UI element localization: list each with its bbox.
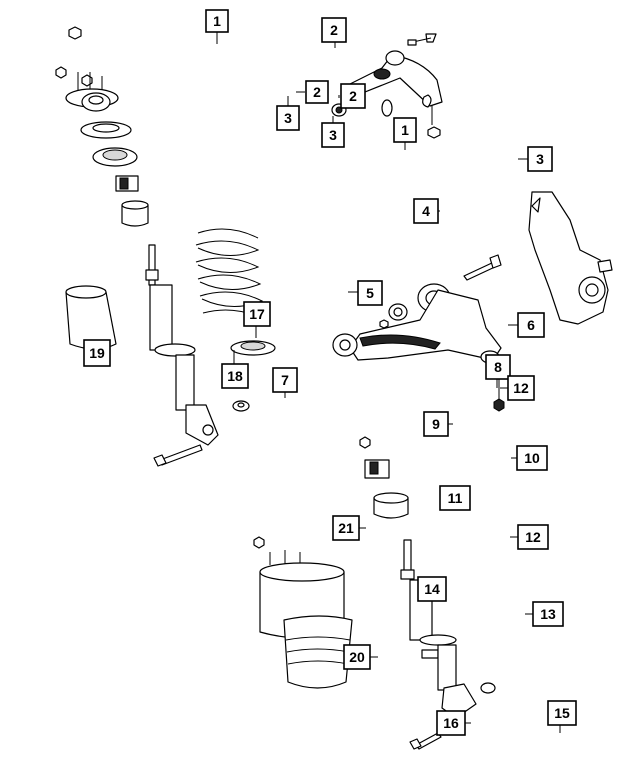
callout-c3a: 3 — [276, 105, 300, 131]
callout-box — [357, 280, 383, 306]
callout-box — [436, 710, 466, 736]
callout-number: 19 — [89, 345, 105, 361]
callout-c18: 18 — [221, 363, 249, 389]
callout-box — [343, 644, 371, 670]
callout-c1: 1 — [205, 9, 229, 33]
callout-c16: 16 — [436, 710, 466, 736]
callout-box — [413, 198, 439, 224]
callout-c2b: 2 — [305, 80, 329, 104]
callout-box — [332, 515, 360, 541]
lower-control-arm — [332, 254, 505, 412]
callout-c10: 10 — [516, 445, 548, 471]
callout-box — [532, 601, 564, 627]
callout-c20: 20 — [343, 644, 371, 670]
callout-number: 17 — [249, 306, 265, 322]
callout-number: 1 — [401, 122, 409, 138]
callout-number: 16 — [443, 715, 459, 731]
air-spring — [253, 536, 353, 689]
callout-c7: 7 — [272, 367, 298, 393]
callout-box — [393, 117, 417, 143]
callout-box — [517, 524, 549, 550]
callout-c4: 4 — [413, 198, 439, 224]
callout-c11: 11 — [439, 485, 471, 511]
callout-box — [527, 146, 553, 172]
callout-number: 4 — [422, 203, 430, 219]
front-strut — [145, 244, 219, 467]
callout-box — [417, 576, 447, 602]
callout-c3b: 3 — [321, 122, 345, 148]
callout-box — [83, 339, 111, 367]
callout-c14: 14 — [417, 576, 447, 602]
callout-c13: 13 — [532, 601, 564, 627]
callout-c2c: 2 — [340, 83, 366, 109]
callout-box — [485, 354, 511, 380]
callout-number: 15 — [554, 705, 570, 721]
callout-c17: 17 — [243, 301, 271, 327]
callout-number: 3 — [284, 110, 292, 126]
callout-number: 2 — [349, 88, 357, 104]
callout-number: 7 — [281, 372, 289, 388]
callout-number: 20 — [349, 649, 365, 665]
steering-knuckle — [528, 191, 613, 325]
callout-c9: 9 — [423, 411, 449, 437]
washer-7 — [232, 400, 250, 412]
callout-number: 2 — [330, 22, 338, 38]
callout-box — [272, 367, 298, 393]
spring-isolator — [230, 340, 276, 356]
callout-box — [547, 700, 577, 726]
callout-number: 12 — [525, 529, 541, 545]
callout-number: 18 — [227, 368, 243, 384]
callout-c21: 21 — [332, 515, 360, 541]
callout-c5: 5 — [357, 280, 383, 306]
callout-box — [516, 445, 548, 471]
callout-number: 3 — [329, 127, 337, 143]
callout-c1b: 1 — [393, 117, 417, 143]
callout-box — [305, 80, 329, 104]
callout-box — [243, 301, 271, 327]
callout-number: 8 — [494, 359, 502, 375]
callout-box — [321, 17, 347, 43]
callout-number: 11 — [448, 490, 463, 506]
callout-c12a: 12 — [507, 375, 535, 401]
callout-number: 14 — [424, 581, 440, 597]
callout-number: 10 — [524, 450, 540, 466]
callout-number: 6 — [527, 317, 535, 333]
callout-box — [439, 485, 471, 511]
front-strut-mount-stack — [55, 26, 149, 227]
coil-spring — [195, 228, 264, 319]
callout-number: 1 — [213, 13, 221, 29]
callout-c15: 15 — [547, 700, 577, 726]
callout-number: 9 — [432, 416, 440, 432]
callout-box — [321, 122, 345, 148]
callout-c19: 19 — [83, 339, 111, 367]
callout-box — [205, 9, 229, 33]
callout-number: 3 — [536, 151, 544, 167]
callout-box — [507, 375, 535, 401]
callout-c6: 6 — [517, 312, 545, 338]
callout-box — [221, 363, 249, 389]
callout-box — [340, 83, 366, 109]
callout-number: 13 — [540, 606, 556, 622]
callout-box — [423, 411, 449, 437]
air-strut-mount — [359, 436, 409, 519]
callout-number: 2 — [313, 84, 321, 100]
callout-c3c: 3 — [527, 146, 553, 172]
callout-c12b: 12 — [517, 524, 549, 550]
callout-number: 21 — [338, 520, 354, 536]
callout-number: 12 — [513, 380, 529, 396]
dust-boot — [65, 285, 117, 350]
callout-c8: 8 — [485, 354, 511, 380]
callout-c2a: 2 — [321, 17, 347, 43]
callout-box — [276, 105, 300, 131]
callout-box — [517, 312, 545, 338]
callout-number: 5 — [366, 285, 374, 301]
